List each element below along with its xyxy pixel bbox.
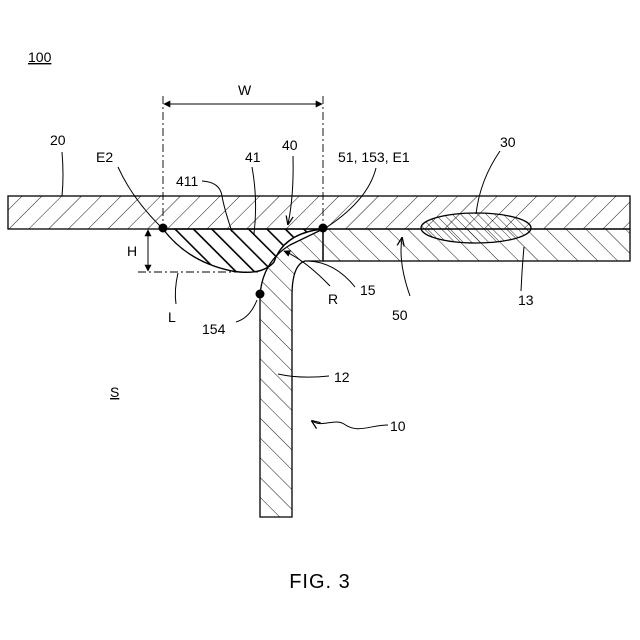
point-e2 bbox=[159, 224, 168, 233]
leader-10 bbox=[312, 421, 388, 429]
point-154 bbox=[256, 290, 265, 299]
leader-154 bbox=[236, 300, 257, 322]
weld-30 bbox=[421, 213, 531, 243]
label-50: 50 bbox=[392, 307, 408, 323]
figure-reference: 100 bbox=[28, 49, 52, 65]
leader-l bbox=[175, 273, 178, 304]
label-10: 10 bbox=[390, 418, 406, 434]
label-l: L bbox=[168, 309, 176, 325]
label-15: 15 bbox=[360, 282, 376, 298]
leader-15 bbox=[308, 261, 355, 287]
label-13: 13 bbox=[518, 292, 534, 308]
label-h: H bbox=[127, 243, 137, 259]
point-e1 bbox=[319, 224, 328, 233]
label-40: 40 bbox=[282, 137, 298, 153]
label-20: 20 bbox=[50, 132, 66, 148]
top-sheet bbox=[8, 196, 630, 229]
figure-caption: FIG. 3 bbox=[289, 571, 351, 593]
label-154: 154 bbox=[202, 321, 226, 337]
label-30: 30 bbox=[500, 134, 516, 150]
label-12: 12 bbox=[334, 369, 350, 385]
label-e2: E2 bbox=[96, 149, 113, 165]
leader-20 bbox=[62, 152, 63, 196]
label-411: 411 bbox=[176, 173, 199, 189]
label-41: 41 bbox=[245, 149, 261, 165]
label-s: S bbox=[110, 384, 119, 400]
wall-12 bbox=[260, 229, 323, 517]
label-w: W bbox=[238, 82, 252, 98]
label-51-153-e1: 51, 153, E1 bbox=[338, 149, 410, 165]
label-r: R bbox=[328, 291, 338, 307]
